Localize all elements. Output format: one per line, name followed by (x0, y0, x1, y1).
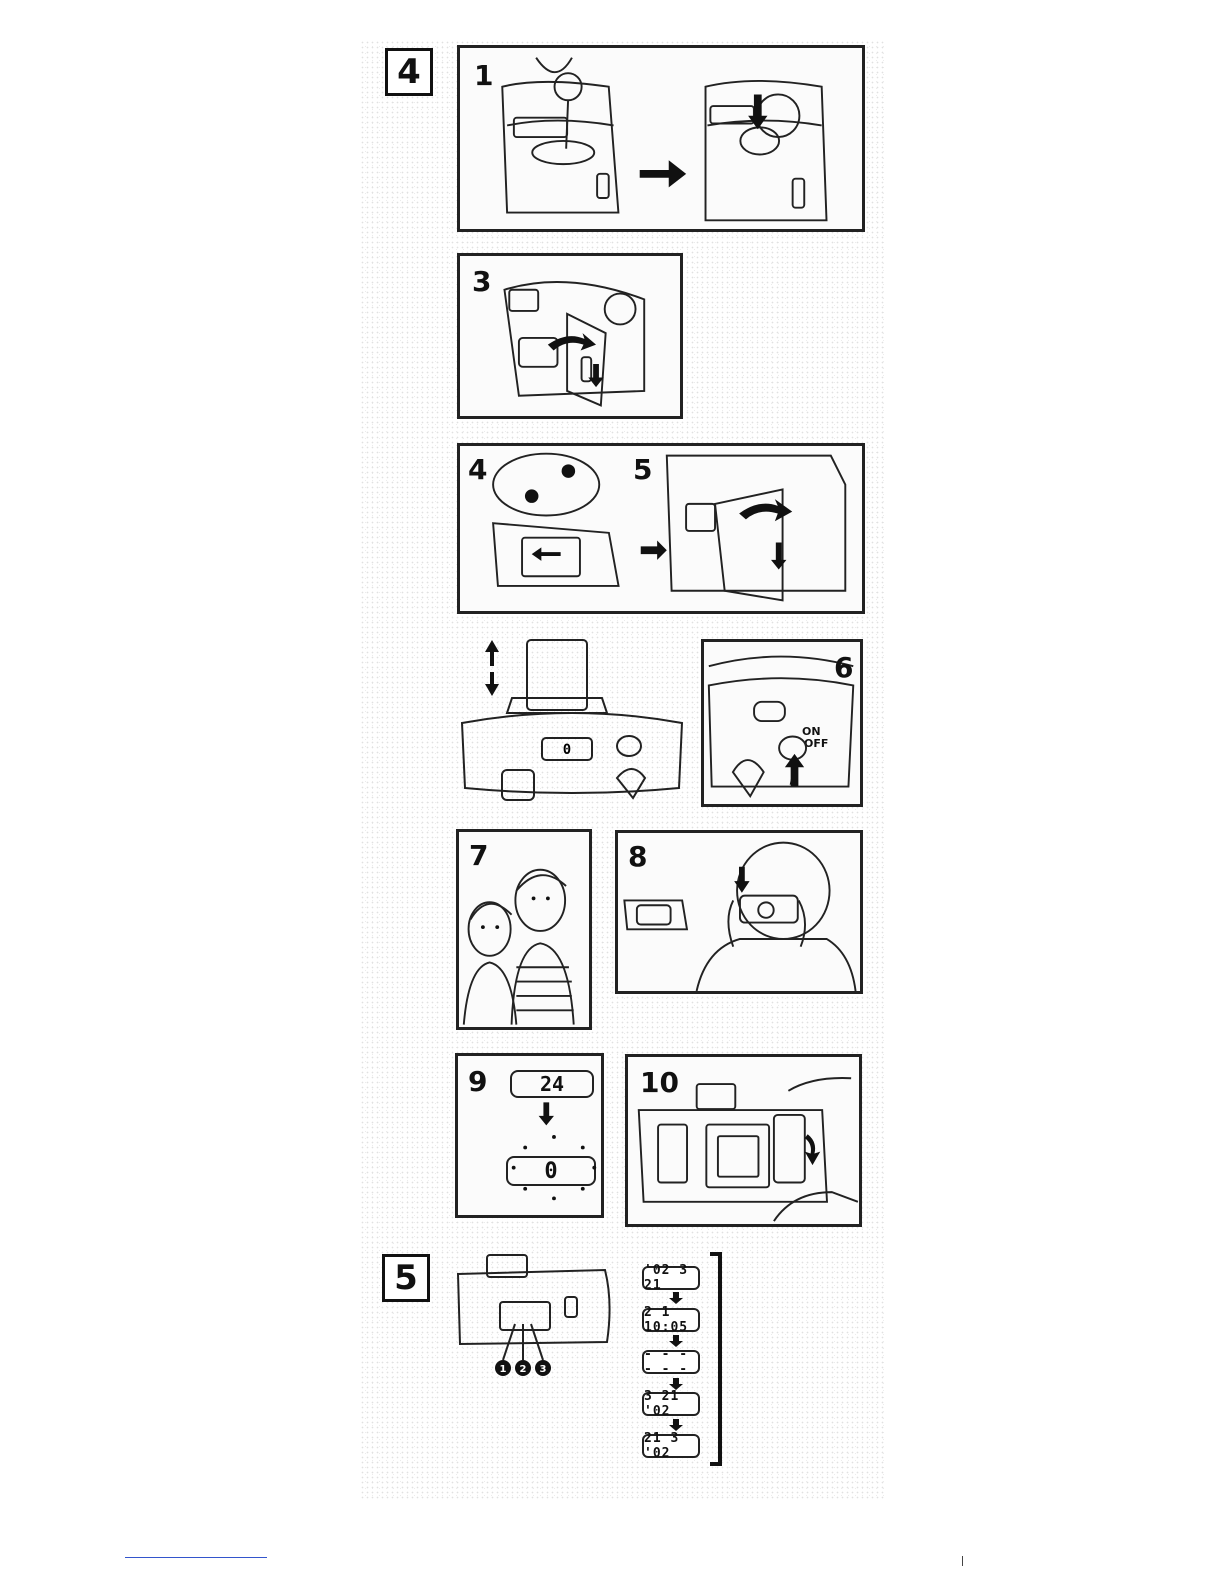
date-display-text: 3 21 '02 (644, 1389, 698, 1419)
date-display-month-day-year: 3 21 '02 (642, 1392, 700, 1416)
shutter-press-illustration (618, 833, 860, 991)
film-loading-illustration (460, 446, 862, 611)
step-number: 5 (633, 456, 652, 484)
camera-top-view: 0 (457, 638, 687, 806)
callout-3: 3 (540, 1364, 547, 1375)
section-4-label: 4 (385, 48, 433, 96)
step-number: 6 (834, 654, 853, 682)
camera-back-illustration: 1 2 3 (455, 1252, 615, 1382)
step-number: 4 (468, 456, 487, 484)
step-number: 8 (628, 843, 647, 871)
panel-step-6: 6 ON OFF (701, 639, 863, 807)
footer-link-line[interactable] (125, 1557, 267, 1558)
camera-back-view: 1 2 3 (455, 1252, 615, 1382)
panel-step-1: 1 (457, 45, 865, 232)
date-display-year-month-day: '02 3 21 (642, 1266, 700, 1290)
step-number: 10 (640, 1069, 679, 1097)
date-display-sequence: '02 3 21 2 1 10:05 - - - - - - 3 21 '02 … (636, 1252, 726, 1467)
section-number: 4 (397, 52, 421, 92)
step-number: 9 (468, 1068, 487, 1096)
battery-cover-illustration (460, 48, 862, 229)
step-number: 3 (472, 268, 491, 296)
date-display-text: '02 3 21 (644, 1263, 698, 1293)
date-display-text: 2 1 10:05 (644, 1305, 698, 1335)
page-corner-mark (962, 1556, 963, 1566)
section-number: 5 (394, 1258, 418, 1298)
panel-step-7: 7 (456, 829, 592, 1030)
panel-step-10: 10 (625, 1054, 862, 1227)
date-display-day-time: 2 1 10:05 (642, 1308, 700, 1332)
date-display-text: - - - - - - (644, 1347, 698, 1377)
section-5-label: 5 (382, 1254, 430, 1302)
callout-1: 1 (500, 1364, 507, 1375)
panel-step-4-5: 4 5 (457, 443, 865, 614)
date-display-day-month-year: 21 3 '02 (642, 1434, 700, 1458)
panel-step-3: 3 (457, 253, 683, 419)
back-cover-open-illustration (460, 256, 680, 416)
panel-step-9: 9 24 0 (455, 1053, 604, 1218)
date-display-off: - - - - - - (642, 1350, 700, 1374)
frame-counter: 0 (563, 742, 571, 758)
callout-2: 2 (520, 1364, 527, 1375)
panel-step-8: 8 (615, 830, 863, 994)
step-number: 1 (474, 62, 493, 90)
step-number: 7 (469, 842, 488, 870)
date-display-text: 21 3 '02 (644, 1431, 698, 1461)
camera-top-illustration: 0 (457, 638, 687, 806)
